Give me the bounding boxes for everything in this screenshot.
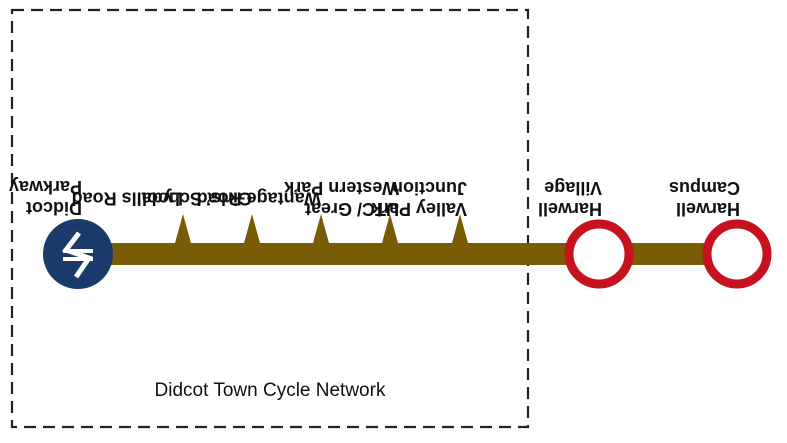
stop-marker-wantage-road xyxy=(313,214,329,243)
station-label-line: Harwell xyxy=(675,199,740,219)
region-label: Didcot Town Cycle Network xyxy=(154,380,386,401)
region-boundary xyxy=(10,8,530,429)
stop-marker-girls-school xyxy=(244,214,260,243)
national-rail-icon xyxy=(61,231,93,279)
stop-ring-harwell-village xyxy=(564,219,634,289)
route-line xyxy=(78,243,738,265)
station-label-line: Junction xyxy=(392,178,467,198)
station-label-harwell-campus: Harwell Campus xyxy=(630,177,740,219)
station-label-harwell-village: Harwell Village xyxy=(492,177,602,219)
station-label-valley-park-junction: Valley Park Junction xyxy=(347,177,467,219)
station-label-line: Campus xyxy=(668,178,740,198)
stop-ring-harwell-campus xyxy=(702,219,772,289)
station-label-line: Harwell xyxy=(537,199,602,219)
stop-marker-utc-great-western-park xyxy=(382,214,398,243)
station-label-line: Village xyxy=(544,178,602,198)
stop-marker-valley-park-junction xyxy=(452,214,468,243)
stop-marker-lydalls-road xyxy=(175,214,191,243)
station-label-line: Valley Park xyxy=(371,199,467,219)
